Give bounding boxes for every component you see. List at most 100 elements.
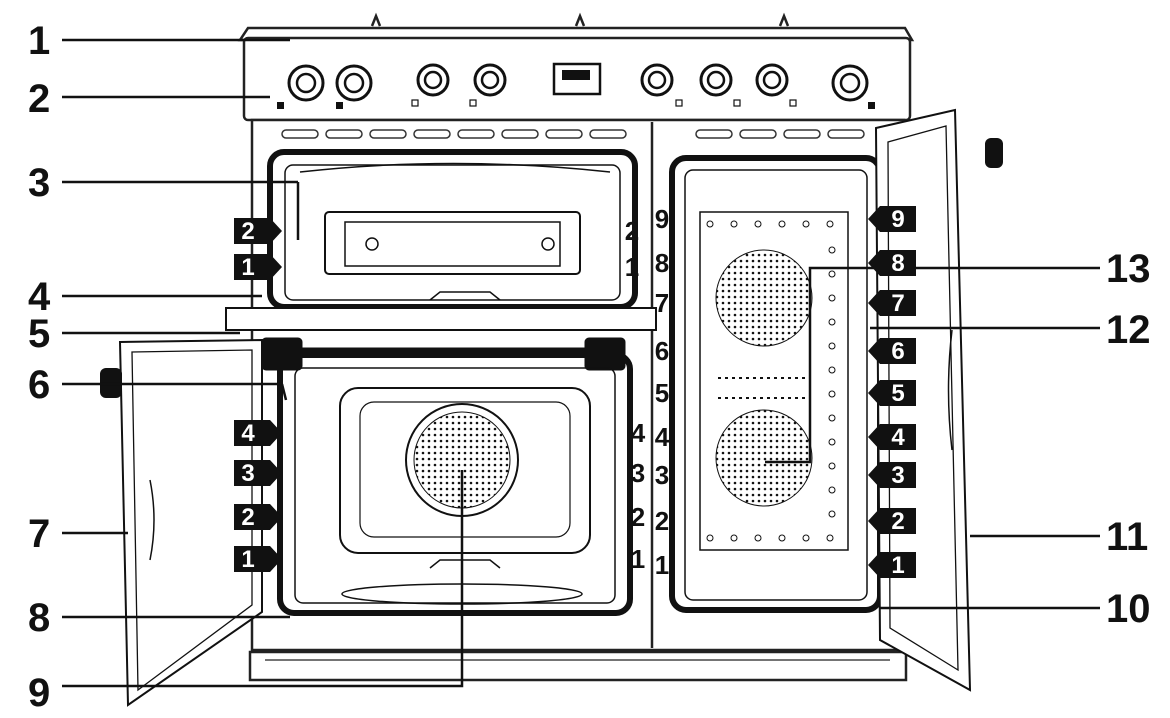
shelf-tag-label: 2 bbox=[891, 508, 904, 535]
shelf-tag-label: 2 bbox=[241, 218, 254, 245]
panel-hole bbox=[828, 270, 836, 278]
right-oven-shelf-tag: 4 bbox=[868, 424, 916, 451]
panel-hole bbox=[754, 534, 762, 542]
shelf-tag-label: 3 bbox=[891, 462, 904, 489]
right-oven-rack-number: 3 bbox=[655, 460, 669, 490]
cabinet bbox=[250, 118, 906, 652]
vent-slots bbox=[281, 129, 865, 139]
control-knob-icon bbox=[831, 64, 875, 109]
control-knob-icon bbox=[411, 63, 450, 107]
right-oven-shelf-tag: 9 bbox=[868, 206, 916, 233]
vent-slot bbox=[325, 129, 363, 139]
shelf-tag-label: 2 bbox=[241, 504, 254, 531]
shelf-tag-shape bbox=[868, 508, 916, 534]
panel-hole bbox=[828, 246, 836, 254]
right-oven-rack-number: 5 bbox=[655, 378, 669, 408]
panel-hole bbox=[706, 534, 714, 542]
right-oven-shelf-tag: 5 bbox=[868, 380, 916, 407]
shelf-tag-shape bbox=[234, 218, 282, 244]
control-knob-icon bbox=[699, 63, 741, 107]
callout-3: 3 bbox=[28, 161, 50, 205]
shelf-tag-label: 6 bbox=[891, 338, 904, 365]
shelf-tag-shape bbox=[868, 552, 916, 578]
panel-hole bbox=[754, 220, 762, 228]
panel-hole bbox=[730, 220, 738, 228]
vent-slot bbox=[545, 129, 583, 139]
bottom-oven-shelf-tag: 1 bbox=[234, 546, 282, 573]
vent-slot bbox=[501, 129, 539, 139]
vent-slot bbox=[739, 129, 777, 139]
control-knob-icon bbox=[335, 64, 373, 109]
panel-hole bbox=[778, 534, 786, 542]
bottom-oven-rack-number: 4 bbox=[631, 418, 646, 448]
panel-hole bbox=[828, 414, 836, 422]
bottom-left-oven bbox=[261, 337, 633, 616]
right-oven bbox=[669, 155, 883, 613]
control-knobs bbox=[277, 62, 875, 109]
panel-hole bbox=[828, 342, 836, 350]
callout-2: 2 bbox=[28, 77, 50, 121]
callout-8: 8 bbox=[28, 596, 50, 640]
panel-hole bbox=[826, 220, 834, 228]
fan-panel bbox=[699, 211, 849, 551]
vent-slot bbox=[695, 129, 733, 139]
shelf-tag-shape bbox=[234, 504, 282, 530]
shelf-tag-shape bbox=[868, 290, 916, 316]
panel-hole bbox=[706, 220, 714, 228]
shelf-tag-shape bbox=[868, 462, 916, 488]
top-oven-shelf-tag: 2 bbox=[234, 218, 282, 245]
control-knob-icon bbox=[640, 63, 683, 107]
bottom-oven-shelf-tag: 3 bbox=[234, 460, 282, 487]
panel-hole bbox=[828, 390, 836, 398]
shelf-tag-label: 4 bbox=[891, 424, 905, 451]
callout-11: 11 bbox=[1106, 515, 1148, 559]
shelf-tag-label: 1 bbox=[241, 546, 254, 573]
panel-hole bbox=[802, 220, 810, 228]
panel-holes bbox=[706, 220, 836, 542]
panel-hole bbox=[826, 534, 834, 542]
panel-hole bbox=[828, 510, 836, 518]
right-oven-rack-number: 2 bbox=[655, 506, 669, 536]
callout-10: 10 bbox=[1106, 587, 1151, 631]
control-knob-icon bbox=[469, 63, 507, 107]
appliance-body bbox=[237, 12, 915, 682]
top-oven-rack-number: 1 bbox=[625, 252, 639, 282]
shelf-tag-shape bbox=[868, 424, 916, 450]
right-oven-rack-number: 1 bbox=[655, 550, 669, 580]
shelf-tag-label: 5 bbox=[891, 380, 904, 407]
convection-fan-icon bbox=[715, 409, 813, 507]
door-handle-icon bbox=[985, 138, 1003, 168]
panel-hole bbox=[828, 462, 836, 470]
right-oven-rack-number: 8 bbox=[655, 248, 669, 278]
bottom-oven-rack-number: 2 bbox=[631, 502, 645, 532]
right-oven-shelf-tag: 3 bbox=[868, 462, 916, 489]
bottom-oven-rack-number: 3 bbox=[631, 458, 645, 488]
top-oven-shelf-tag: 1 bbox=[234, 254, 282, 281]
shelf-tag-shape bbox=[234, 254, 282, 280]
shelf-tag-shape bbox=[234, 546, 282, 572]
right-oven-rack-number: 7 bbox=[655, 288, 669, 318]
panel-hole bbox=[778, 220, 786, 228]
right-oven-shelf-tag: 6 bbox=[868, 338, 916, 365]
shelf-tag-shape bbox=[868, 250, 916, 276]
callout-13: 13 bbox=[1106, 247, 1151, 291]
vent-slot bbox=[589, 129, 627, 139]
vent-slot bbox=[457, 129, 495, 139]
convection-fan-icon bbox=[715, 249, 813, 347]
shelf-tag-shape bbox=[234, 460, 282, 486]
grill-shelf-front bbox=[225, 307, 657, 331]
shelf-tag-label: 1 bbox=[241, 254, 254, 281]
convection-fan-icon bbox=[405, 403, 519, 517]
callout-5: 5 bbox=[28, 312, 50, 356]
panel-hole bbox=[828, 294, 836, 302]
right-oven-rack-number: 9 bbox=[655, 204, 669, 234]
top-oven-rack-number: 2 bbox=[625, 216, 639, 246]
shelf-tag-shape bbox=[868, 338, 916, 364]
callout-1: 1 bbox=[28, 19, 50, 63]
shelf-tag-label: 9 bbox=[891, 206, 904, 233]
display-panel-icon bbox=[552, 62, 602, 96]
right-oven-shelf-tag: 1 bbox=[868, 552, 916, 579]
panel-hole bbox=[828, 486, 836, 494]
bottom-oven-shelf-tag: 2 bbox=[234, 504, 282, 531]
